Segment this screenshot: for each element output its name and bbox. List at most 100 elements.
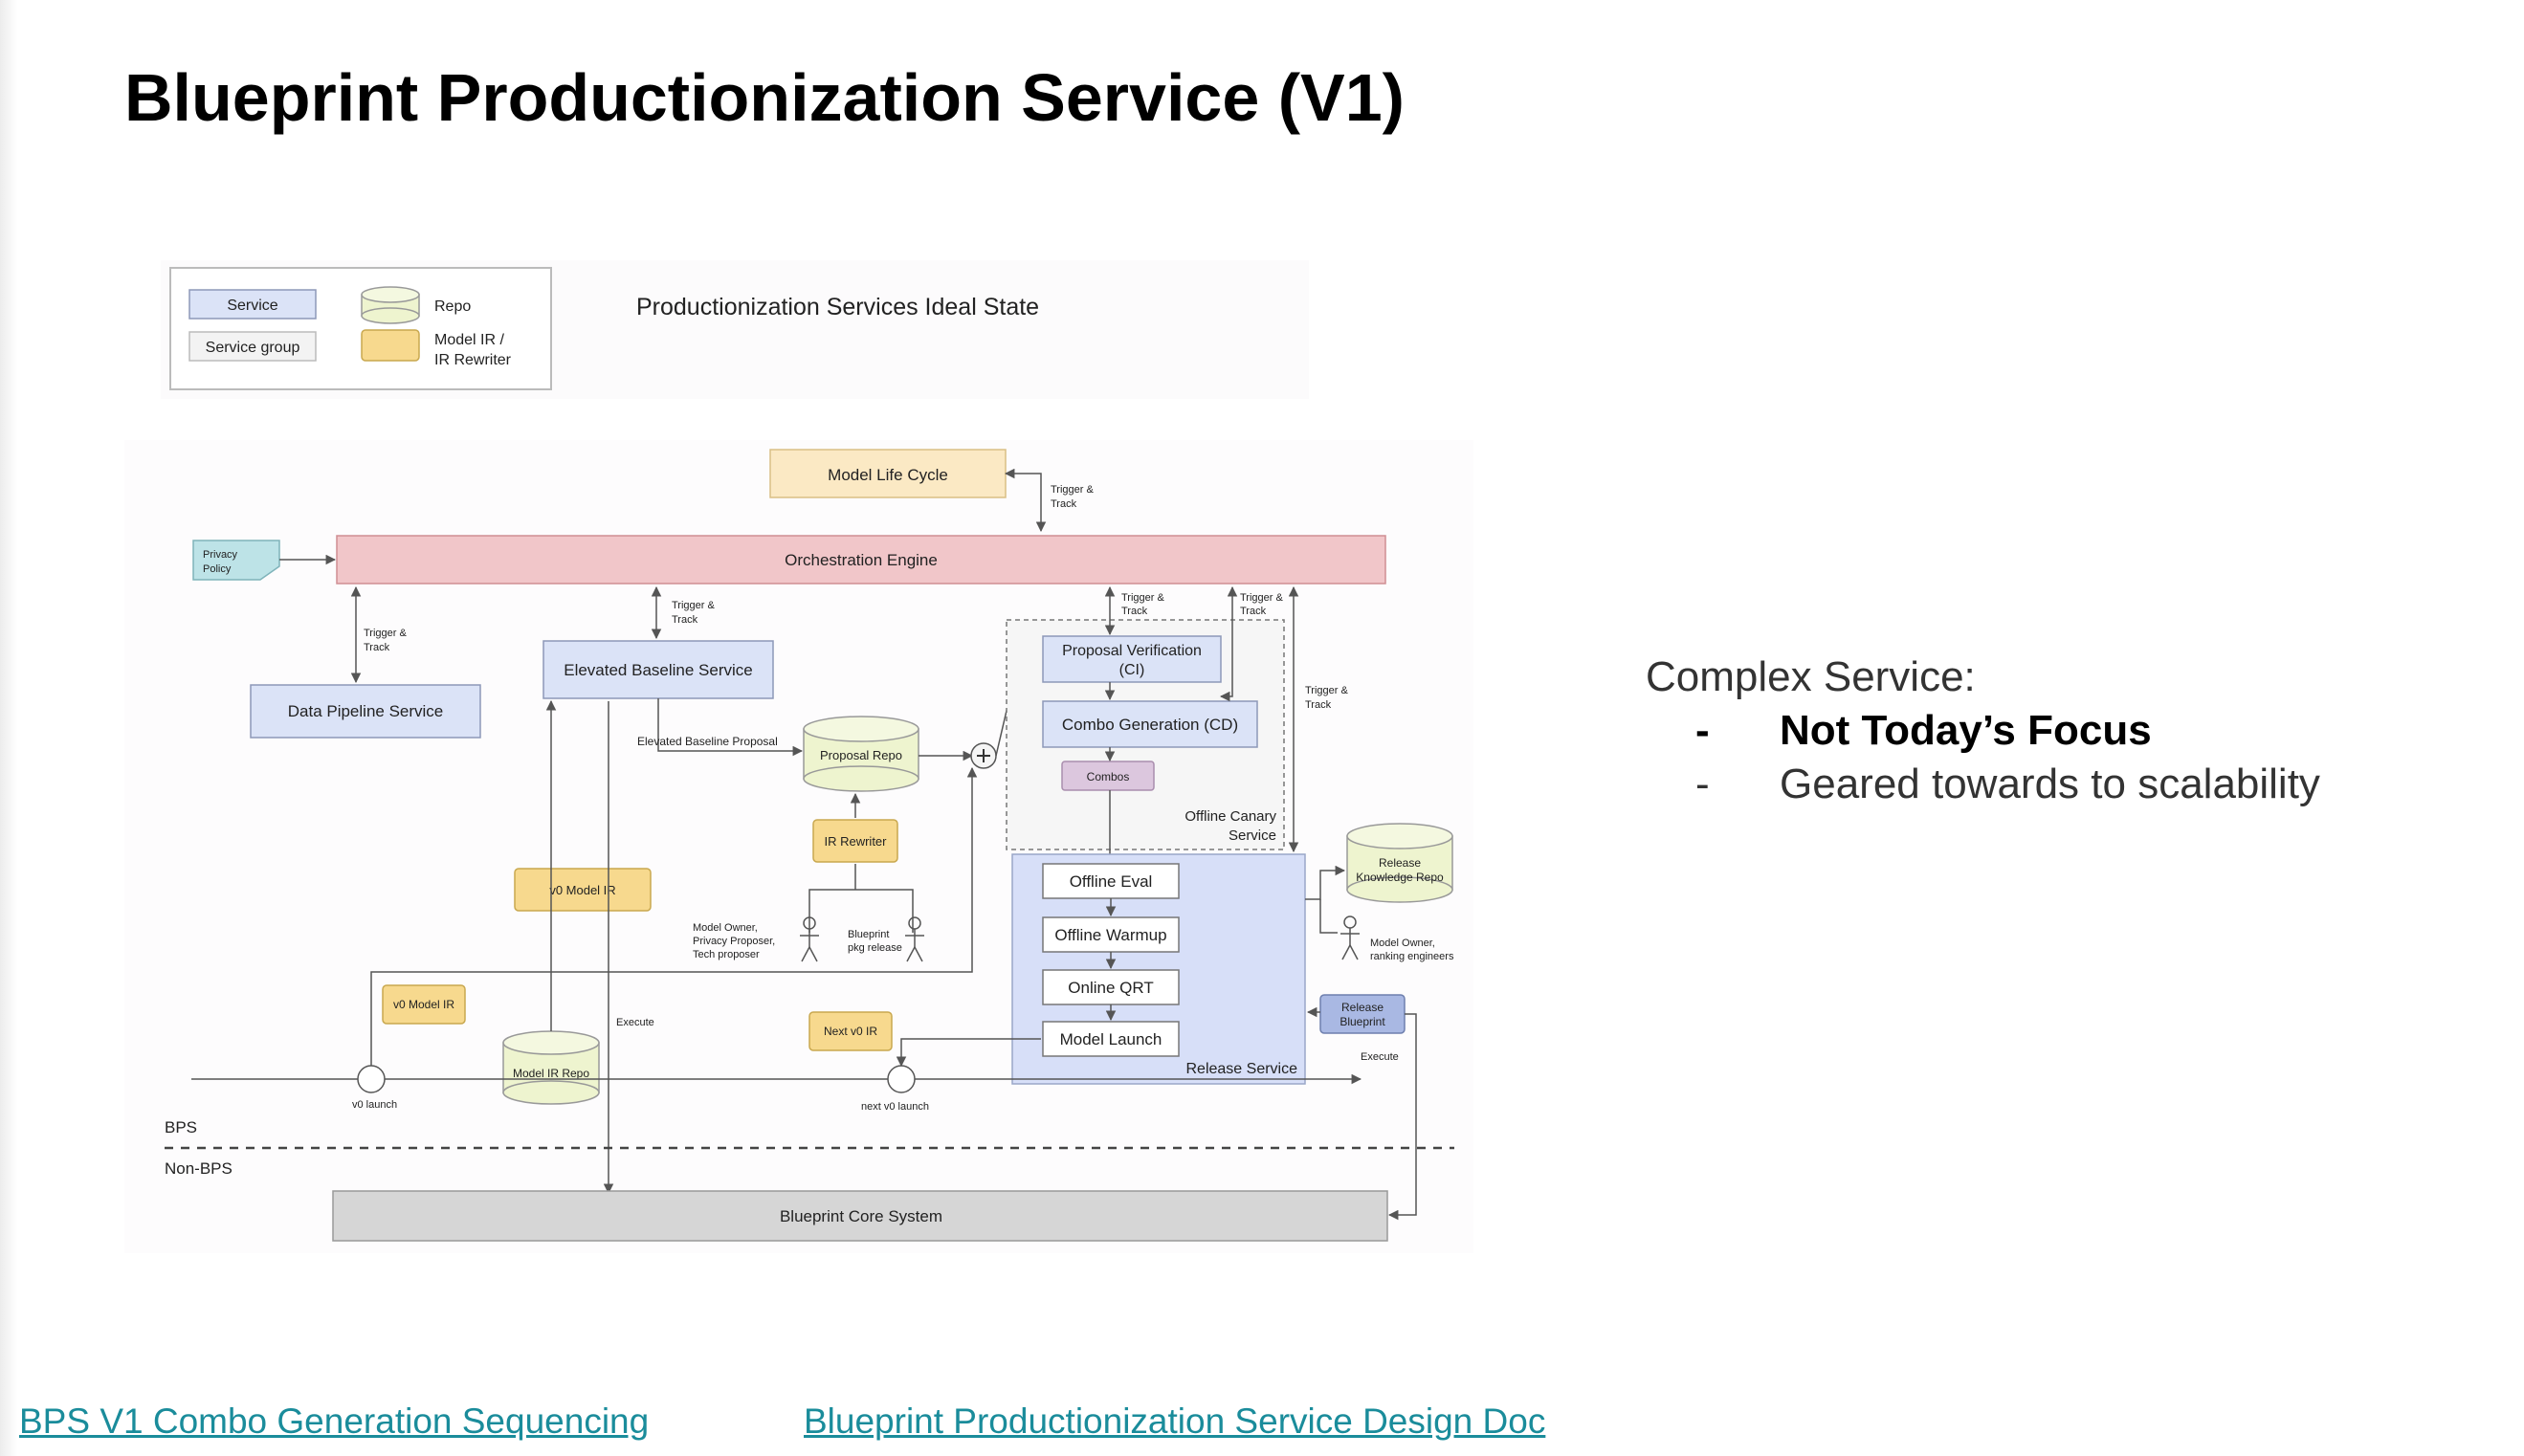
v0-model-ir-box-1 [514,868,652,912]
legend-repo-label: Repo [434,298,471,315]
proposal-repo-cylinder [803,716,919,792]
proposal-verification-label-line2: (CI) [1119,662,1145,678]
elevated-baseline-service-box [542,640,774,699]
side-notes: Complex Service: - Not Today’s Focus - G… [1646,651,2320,811]
v0-model-ir-label-2: v0 Model IR [393,998,454,1011]
privacy-policy-shape [192,540,280,581]
proposer-actor-label-line2: Privacy Proposer, [693,936,775,947]
blueprint-core-system-label: Blueprint Core System [780,1207,942,1225]
legend-service-group-label: Service group [206,340,300,356]
legend-service-label: Service [227,298,277,314]
offline-eval-box [1042,863,1180,899]
release-knowledge-repo-cylinder [1346,823,1453,903]
next-v0-launch-label: next v0 launch [861,1101,929,1113]
online-qrt-label: Online QRT [1068,979,1153,997]
release-blueprint-core-edge [1387,1013,1417,1221]
blueprint-core-system-box [332,1190,1388,1242]
legend-service-swatch [188,289,317,320]
privacy-policy-label-line2: Policy [203,563,232,575]
legend-model-ir-label-line2: IR Rewriter [434,352,512,368]
pkg-release-actor-label-line2: pkg release [848,942,902,954]
v0-launch-node [357,1065,386,1093]
proposal-verification-label-line1: Proposal Verification [1062,643,1202,659]
merge-plus-icon [970,742,997,769]
offline-canary-label-line1: Offline Canary [1185,808,1276,825]
combo-sequencing-link[interactable]: BPS V1 Combo Generation Sequencing [19,1401,650,1441]
next-v0-ir-box [808,1011,893,1051]
side-note-text: Geared towards to scalability [1780,761,2320,807]
proposal-repo-label: Proposal Repo [820,748,902,762]
lifecycle-orchestration-edge [1004,468,1047,533]
edge-label-elevated-baseline-proposal: Elevated Baseline Proposal [637,735,778,748]
release-knowledge-repo-label-line1: Release [1379,856,1421,870]
legend-model-ir-label-line1: Model IR / [434,332,504,348]
release-blueprint-label-line2: Blueprint [1339,1015,1385,1028]
next-v0-ir-label: Next v0 IR [824,1025,877,1038]
release-blueprint-label-line1: Release [1341,1001,1384,1014]
orchestration-engine-box [336,535,1386,585]
data-pipeline-service-label: Data Pipeline Service [288,702,444,720]
side-note-item: - Geared towards to scalability [1646,758,2320,811]
proposal-verification-box [1042,635,1222,683]
model-launch-box [1042,1021,1180,1057]
edge-label-track-3: Track [672,614,698,626]
edge-label-track-6: Track [1305,699,1332,711]
offline-canary-label-line2: Service [1229,827,1276,844]
model-launch-next-v0-edge [896,1038,1041,1068]
legend-frame [169,267,552,390]
edge-label-trigger-1: Trigger & [1051,484,1094,496]
privacy-policy-label-line1: Privacy [203,549,238,561]
model-ir-repo-cylinder [502,1030,600,1105]
ranking-actor-label-line2: ranking engineers [1370,951,1454,962]
edge-label-trigger-5: Trigger & [1240,592,1283,604]
model-ir-repo-label: Model IR Repo [513,1067,589,1080]
edge-label-trigger-4: Trigger & [1121,592,1164,604]
proposer-actor-label-line1: Model Owner, [693,922,758,934]
ranking-engineer-actor-icon [1340,916,1360,960]
pkg-release-actor-label-line1: Blueprint [848,929,889,940]
combo-generation-label: Combo Generation (CD) [1062,716,1238,734]
ir-rewriter-label: IR Rewriter [824,834,887,849]
edge-label-track-1: Track [1051,498,1077,510]
edge-label-track-5: Track [1240,606,1267,617]
edge-label-trigger-2: Trigger & [364,628,407,639]
proposer-actor-icon [800,916,819,962]
diagram-heading: Productionization Services Ideal State [636,294,1039,320]
model-launch-label: Model Launch [1060,1030,1162,1048]
combo-generation-box [1042,700,1258,748]
side-note-text: Not Today’s Focus [1780,707,2152,754]
edge-label-trigger-6: Trigger & [1305,685,1348,696]
v0-launch-merge-edge [370,766,978,1066]
edge-label-trigger-3: Trigger & [672,600,715,611]
edge-label-track-2: Track [364,642,390,653]
side-note-dash: - [1695,761,1710,807]
release-knowledge-repo-edge [1305,865,1346,900]
page-title: Blueprint Productionization Service (V1) [124,60,1405,135]
legend-repo-cylinder-icon [361,286,420,324]
orchestration-combo-edge [1219,585,1238,702]
legend-service-group-swatch [188,331,317,362]
offline-warmup-label: Offline Warmup [1054,926,1166,944]
side-note-dash: - [1695,707,1710,754]
orchestration-engine-label: Orchestration Engine [785,551,938,569]
offline-eval-label: Offline Eval [1070,872,1153,891]
v0-launch-label: v0 launch [352,1099,397,1111]
online-qrt-box [1042,969,1180,1005]
proposer-actor-label-line3: Tech proposer [693,949,760,960]
ir-rewriter-box [812,819,898,863]
left-edge-shadow [0,0,17,1456]
release-knowledge-repo-label-line2: Knowledge Repo [1356,871,1444,884]
legend-model-ir-swatch [361,329,420,362]
design-doc-link[interactable]: Blueprint Productionization Service Desi… [804,1401,1546,1441]
elevated-baseline-service-label: Elevated Baseline Service [564,661,753,679]
non-bps-zone-label: Non-BPS [165,1159,232,1178]
edge-label-execute-2: Execute [1361,1051,1399,1063]
next-v0-launch-node [887,1065,916,1093]
data-pipeline-service-box [250,684,481,739]
v0-model-ir-box-2 [382,984,466,1025]
model-life-cycle-label: Model Life Cycle [828,466,948,484]
v0-model-ir-label-1: v0 Model IR [549,883,615,897]
ranking-actor-label-line1: Model Owner, [1370,938,1435,949]
side-notes-heading: Complex Service: [1646,653,1976,700]
pkg-release-actor-icon [905,916,924,962]
